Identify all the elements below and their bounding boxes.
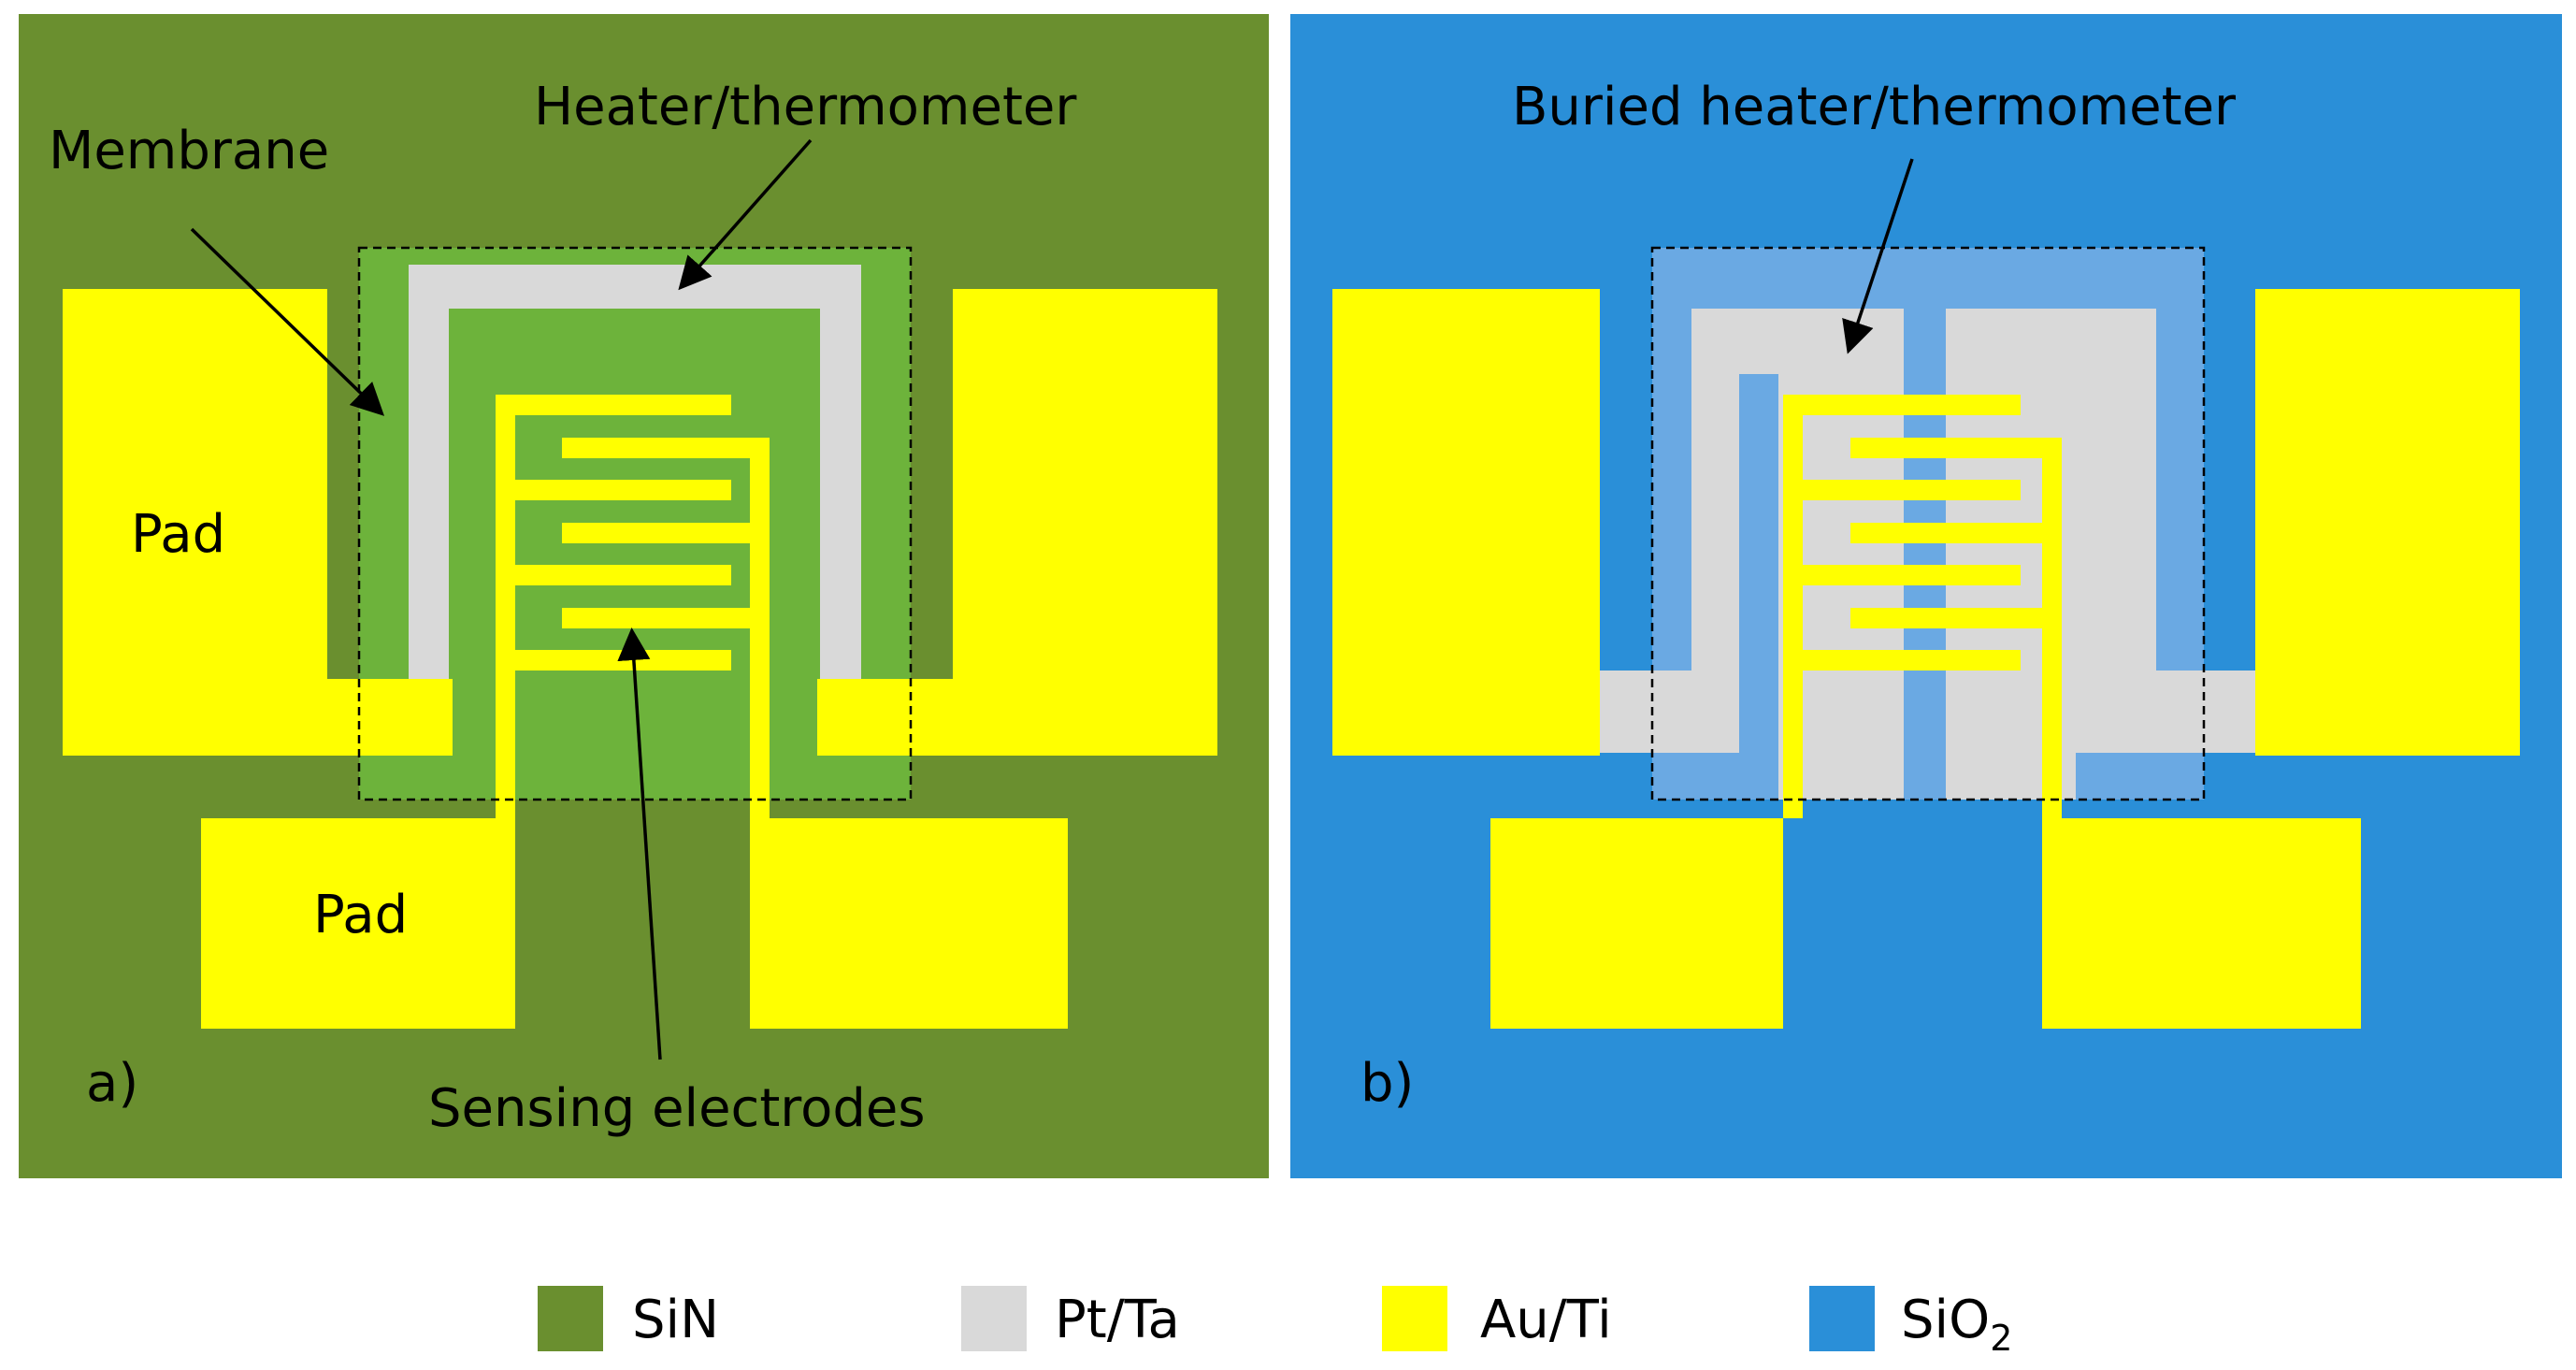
legend: SiN Pt/Ta Au/Ti SiO2 [538, 1286, 2012, 1359]
legend-label-sio2-subscript: 2 [1990, 1318, 2012, 1359]
buried-heater-trace-b [1600, 309, 1904, 800]
sensing-electrodes-b [1783, 395, 2062, 818]
sensing-label: Sensing electrodes [428, 1078, 926, 1139]
pad-top-left-a [63, 289, 453, 756]
electrode-right-finger-b [1850, 608, 2062, 628]
panel-b: Buried heater/thermometer b) [1290, 14, 2562, 1178]
heater-arrow [678, 138, 813, 291]
electrode-left-finger-b [1783, 565, 2021, 585]
electrode-left-spine-a [496, 395, 515, 818]
pad-bottom-left-a [201, 818, 515, 1029]
legend-swatch-sin [538, 1286, 603, 1351]
pad-top-right-a [817, 289, 1217, 756]
heater-label: Heater/thermometer [534, 77, 1077, 137]
legend-label-pt-ta: Pt/Ta [1055, 1290, 1180, 1350]
electrode-left-finger-a [496, 480, 731, 500]
legend-item-sin: SiN [538, 1286, 719, 1351]
electrode-left-finger-b [1783, 480, 2021, 500]
electrode-right-finger-b [1850, 523, 2062, 543]
electrode-left-finger-a [496, 565, 731, 585]
legend-label-au-ti: Au/Ti [1480, 1290, 1612, 1350]
pad-bottom-right-b [2042, 818, 2361, 1029]
legend-label-sin: SiN [632, 1290, 719, 1350]
electrode-right-finger-a [562, 438, 770, 458]
sensing-electrodes-a [496, 395, 770, 818]
legend-item-sio2: SiO2 [1809, 1286, 2012, 1359]
legend-item-pt-ta: Pt/Ta [961, 1286, 1180, 1351]
pad-label-bottom: Pad [313, 885, 408, 945]
membrane-boundary-b [1650, 246, 2206, 801]
electrode-left-finger-a [496, 395, 731, 415]
electrode-right-finger-b [1850, 438, 2062, 458]
electrode-right-finger-a [562, 608, 770, 628]
membrane-boundary-a [357, 246, 913, 801]
pad-bottom-left-b [1490, 818, 1783, 1029]
buried-heater-trace-b [1946, 309, 2255, 800]
legend-label-sio2-base: SiO [1901, 1290, 1990, 1350]
electrode-right-finger-a [562, 523, 770, 543]
heater-trace-a [409, 265, 861, 679]
legend-label-sio2: SiO2 [1901, 1290, 2012, 1359]
pad-top-left-b [1332, 289, 1600, 756]
electrode-left-spine-b [1783, 395, 1803, 818]
panel-a: Membrane Heater/thermometer Pad Pad Sens… [19, 14, 1269, 1178]
pad-label-left: Pad [131, 504, 225, 565]
buried-heater-arrow [1842, 158, 1914, 354]
legend-swatch-sio2 [1809, 1286, 1875, 1351]
pad-top-right-b [2255, 289, 2520, 756]
electrode-left-finger-a [496, 650, 731, 671]
legend-swatch-pt-ta [961, 1286, 1027, 1351]
pad-bottom-right-a [750, 818, 1068, 1029]
buried-heater-label: Buried heater/thermometer [1512, 77, 2237, 137]
legend-item-au-ti: Au/Ti [1382, 1286, 1612, 1351]
membrane-label: Membrane [49, 121, 329, 181]
sensing-arrow [617, 627, 662, 1060]
electrode-left-finger-b [1783, 650, 2021, 671]
panel-b-label: b) [1360, 1053, 1414, 1114]
membrane-arrow [190, 227, 385, 416]
panel-a-label: a) [86, 1053, 138, 1114]
legend-swatch-au-ti [1382, 1286, 1447, 1351]
electrode-left-finger-b [1783, 395, 2021, 415]
